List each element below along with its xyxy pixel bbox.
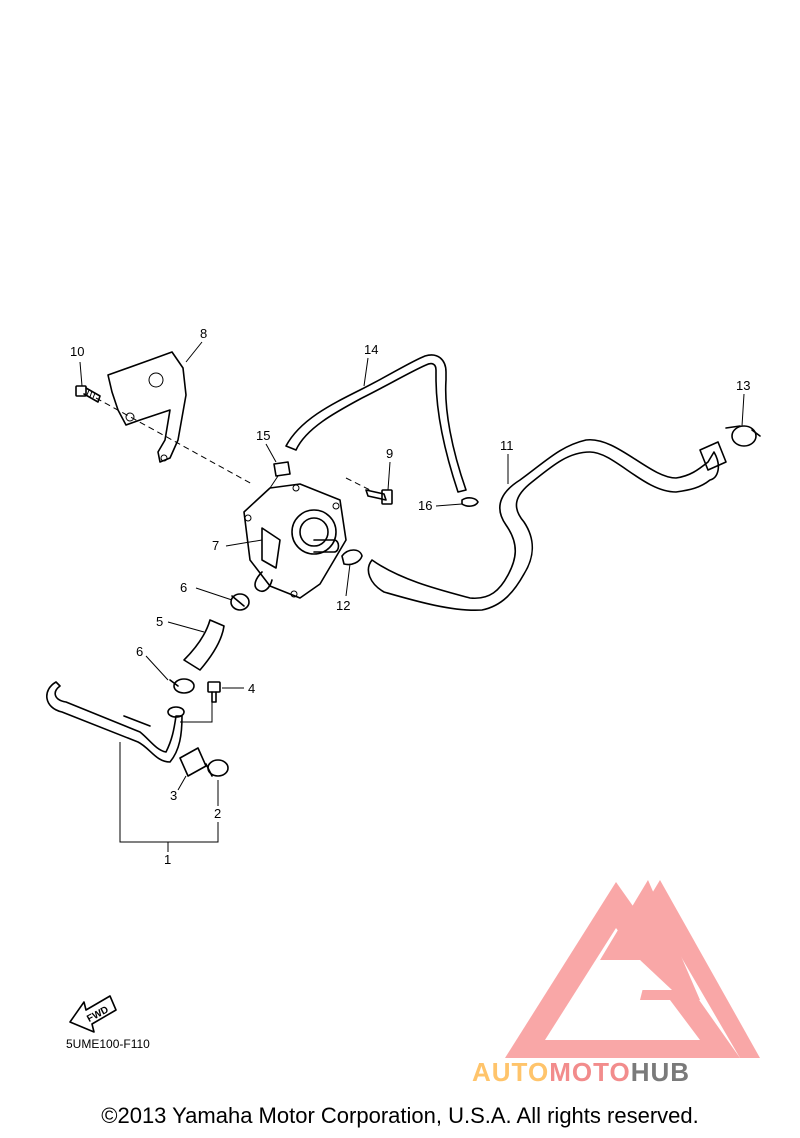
leader-lines [79, 341, 745, 852]
watermark-brand: AUTOMOTOHUB [472, 1057, 690, 1088]
installation-guide-lines [95, 397, 371, 491]
pipe-part-1 [46, 681, 185, 763]
hose-part-5 [183, 619, 225, 671]
callout-6-upper: 6 [180, 580, 187, 595]
clamp-part-2 [205, 759, 229, 777]
bolt-part-10 [75, 385, 101, 403]
callout-11: 11 [500, 438, 514, 453]
cap-part-15 [269, 461, 291, 489]
callout-10: 10 [70, 344, 84, 359]
clip-part-12 [341, 549, 363, 566]
callout-8: 8 [200, 326, 207, 341]
watermark-logo [505, 880, 760, 1058]
callout-1: 1 [164, 852, 171, 867]
bracket-part-8 [107, 351, 187, 463]
callout-6-lower: 6 [136, 644, 143, 659]
callout-7: 7 [212, 538, 219, 553]
hose-part-3 [179, 747, 207, 777]
callout-16: 16 [418, 498, 432, 513]
callout-9: 9 [386, 446, 393, 461]
callout-13: 13 [736, 378, 750, 393]
clamp-part-13 [699, 425, 761, 471]
bolt-part-9 [365, 489, 393, 505]
callout-4: 4 [248, 681, 255, 696]
callout-3: 3 [170, 788, 177, 803]
diagram-code: 5UME100-F110 [66, 1037, 150, 1051]
callout-14: 14 [364, 342, 378, 357]
hose-part-14 [285, 354, 467, 493]
callout-12: 12 [336, 598, 350, 613]
hose-part-11 [367, 439, 720, 612]
brand-part-hub: HUB [630, 1057, 691, 1087]
clamp-part-6-lower [169, 678, 195, 694]
clip-part-16 [461, 497, 479, 507]
callout-5: 5 [156, 614, 163, 629]
fwd-arrow-icon: FWD [69, 995, 117, 1033]
screw-part-4 [207, 681, 221, 703]
clamp-part-6-upper [230, 593, 250, 611]
brand-part-auto: AUTO [472, 1057, 550, 1087]
brand-part-moto: MOTO [549, 1057, 631, 1087]
air-valve-part-7 [243, 483, 347, 599]
callout-2: 2 [214, 806, 221, 821]
copyright-notice: ©2013 Yamaha Motor Corporation, U.S.A. A… [101, 1103, 699, 1128]
callout-15: 15 [256, 428, 270, 443]
